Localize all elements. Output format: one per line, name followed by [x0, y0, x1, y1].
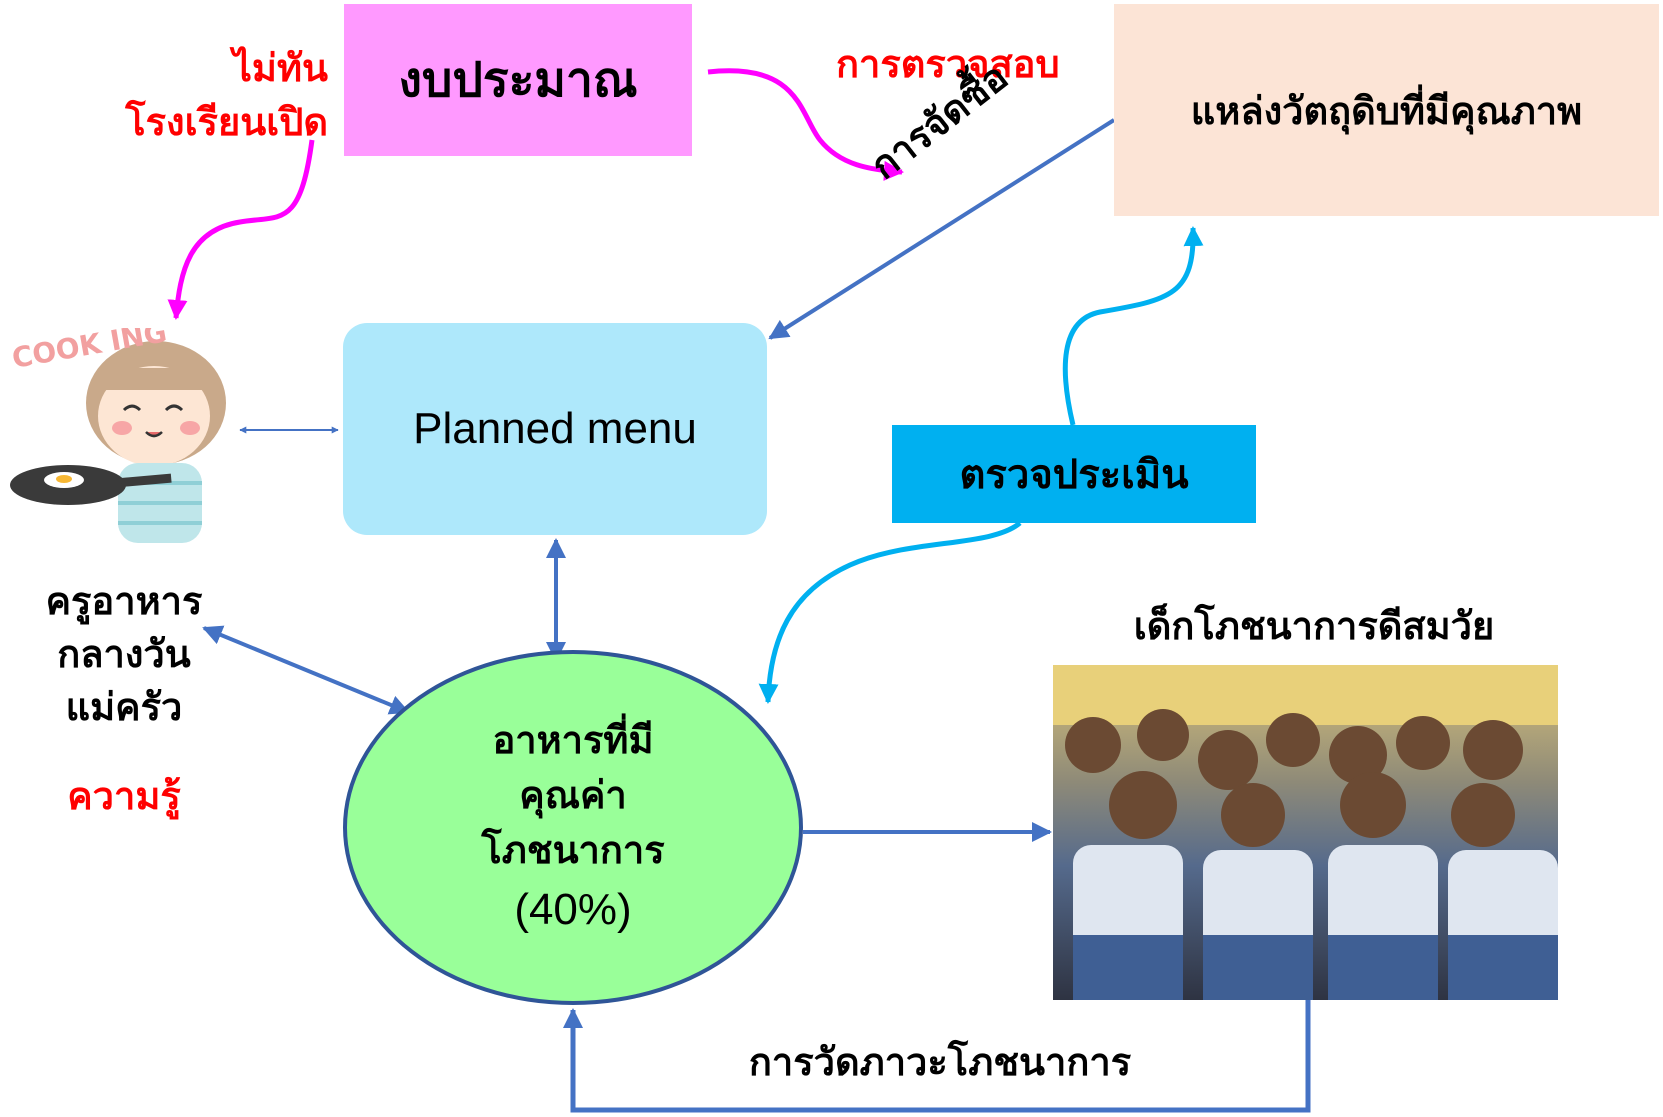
teacher-line-2: กลางวัน: [57, 632, 191, 677]
food-line-4: (40%): [514, 885, 632, 935]
cooking-girl-illustration: COOK ING: [6, 315, 228, 550]
arrow-assess-to-source: [1062, 226, 1204, 426]
audit-label: การตรวจสอบ: [836, 42, 1060, 86]
arrow-assess-to-food: [758, 521, 1022, 704]
planned-menu-box: Planned menu: [343, 323, 767, 535]
children-group-photo: [1053, 665, 1558, 1000]
quality-source-box: แหล่งวัตถุดิบที่มีคุณภาพ: [1114, 4, 1659, 216]
assess-box: ตรวจประเมิน: [892, 425, 1256, 523]
arrow-late-to-cook: [167, 139, 315, 320]
healthy-kids-label: เด็กโภชนาการดีสมวัย: [1133, 604, 1495, 648]
knowledge-label: ความรู้: [67, 774, 181, 818]
arrow-budget-to-procurement: [707, 68, 904, 181]
arrow-source-to-menu: [768, 118, 1116, 340]
arrow-teacher-food: [202, 625, 410, 715]
budget-label: งบประมาณ: [398, 52, 638, 108]
food-line-3: โภชนาการ: [481, 828, 665, 873]
not-in-time-label: ไม่ทัน: [210, 42, 328, 95]
quality-source-label: แหล่งวัตถุดิบที่มีคุณภาพ: [1190, 88, 1583, 133]
food-line-1: อาหารที่มี: [492, 717, 654, 762]
teacher-label: ครูอาหาร กลางวัน แม่ครัว: [24, 575, 224, 735]
not-in-time-line-2: โรงเรียนเปิด: [125, 100, 328, 144]
budget-box: งบประมาณ: [344, 4, 692, 156]
teacher-line-1: ครูอาหาร: [45, 579, 203, 623]
food-line-2: คุณค่า: [519, 773, 627, 818]
not-in-time-line-1: ไม่ทัน: [232, 46, 328, 90]
teacher-line-3: แม่ครัว: [65, 685, 183, 730]
school-open-label: โรงเรียนเปิด: [86, 96, 328, 149]
planned-menu-label: Planned menu: [413, 404, 697, 453]
measure-label: การวัดภาวะโภชนาการ: [748, 1040, 1132, 1084]
assess-label: ตรวจประเมิน: [959, 452, 1189, 498]
nutritious-food-ellipse: อาหารที่มี คุณค่า โภชนาการ (40%): [343, 650, 803, 1005]
arrow-measure-loop: [563, 1000, 1311, 1113]
